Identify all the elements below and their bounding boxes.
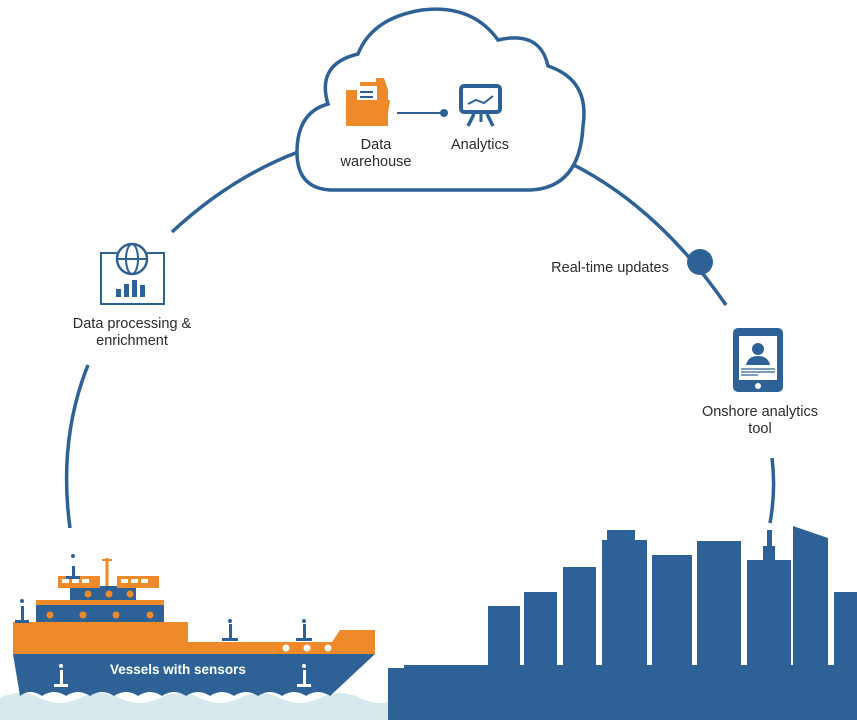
city-skyline-icon	[388, 526, 857, 720]
onshore-label-line1: Onshore analytics	[701, 404, 819, 420]
cloud-shape	[295, 7, 586, 192]
presentation-chart-icon	[459, 84, 502, 127]
connector-cloud-to-onshore	[547, 151, 728, 306]
connector-vessel-to-processing	[64, 364, 90, 529]
processing-label-line1: Data processing &	[72, 316, 192, 332]
analytics-label: Analytics	[450, 137, 510, 153]
data-warehouse-label: Data warehouse	[336, 137, 416, 171]
realtime-updates-label: Real-time updates	[551, 260, 669, 276]
ship-icon	[13, 554, 375, 696]
vessel-label: Vessels with sensors	[110, 662, 246, 677]
onshore-label: Onshore analytics tool	[688, 404, 832, 438]
folder-document-icon	[346, 78, 390, 126]
link-dot	[440, 109, 448, 117]
water	[0, 693, 400, 720]
connector-processing-to-cloud	[170, 150, 299, 234]
tablet-user-icon	[733, 328, 783, 392]
onshore-label-line2: tool	[748, 421, 772, 437]
globe-bar-chart-icon	[100, 242, 165, 305]
connector-onshore-to-city	[768, 457, 776, 524]
data-warehouse-label-line2: warehouse	[340, 154, 412, 170]
data-warehouse-label-line1: Data	[360, 137, 392, 153]
realtime-update-node	[687, 249, 713, 275]
processing-label: Data processing & enrichment	[52, 316, 212, 350]
processing-label-line2: enrichment	[96, 333, 168, 349]
